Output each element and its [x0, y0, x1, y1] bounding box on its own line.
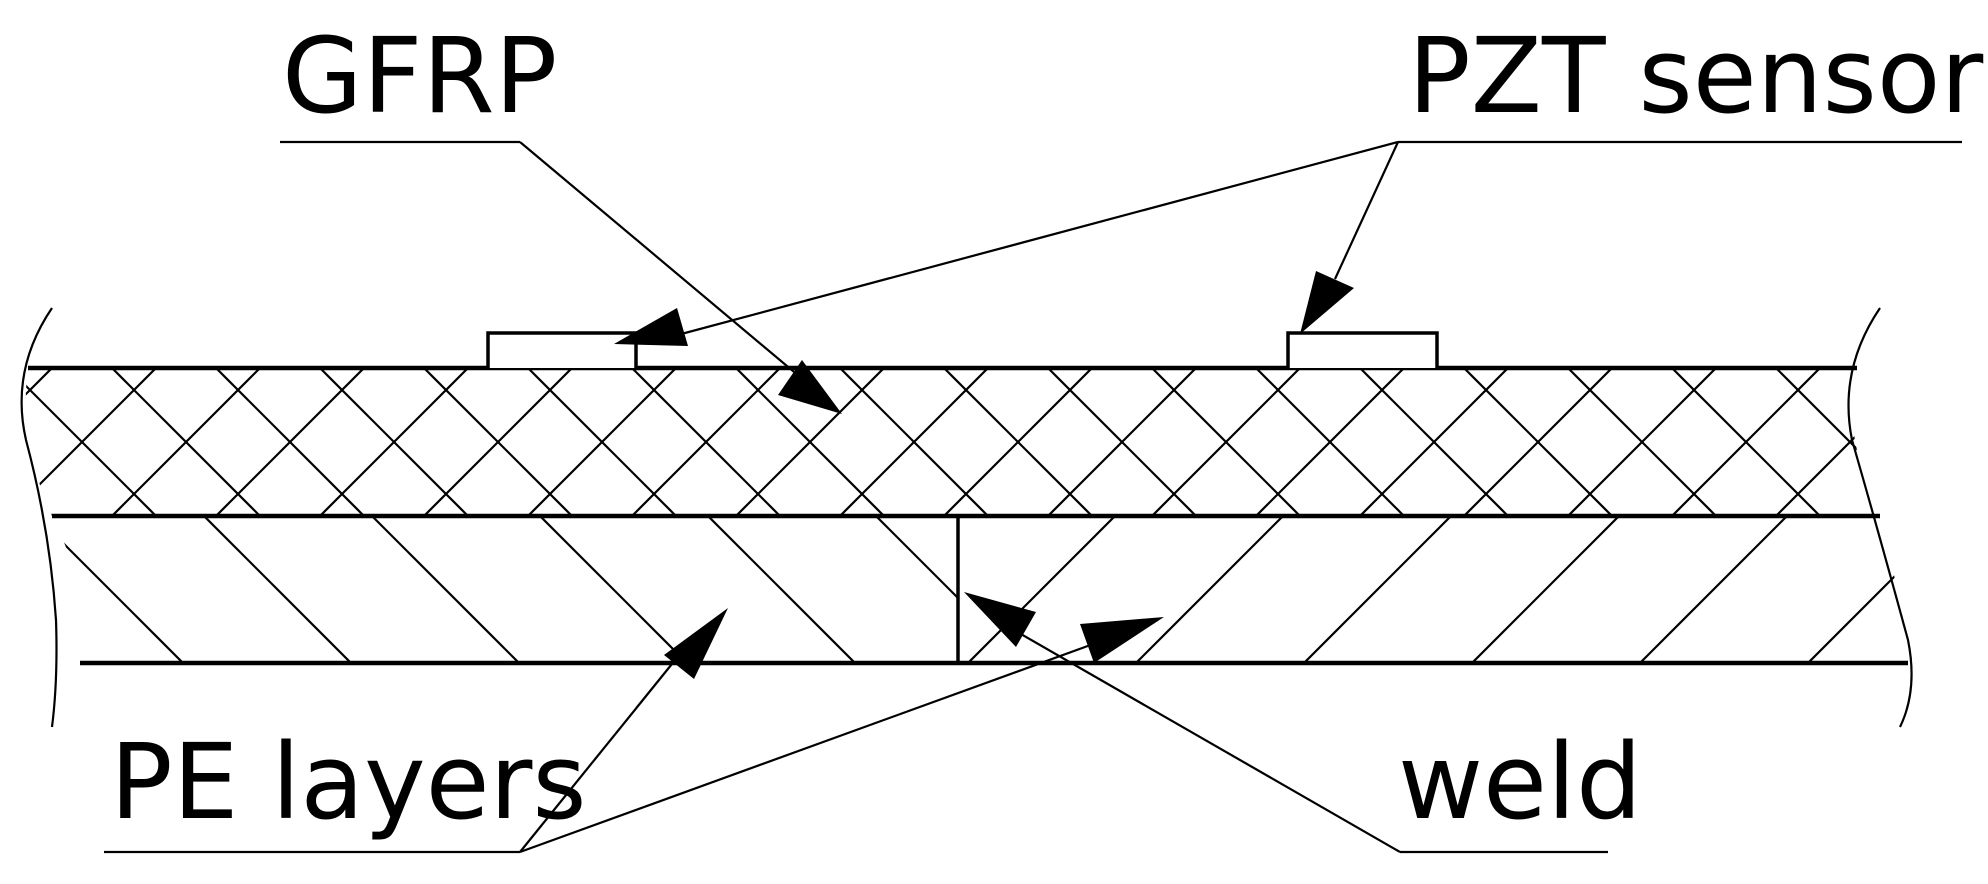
pe-hatch-line — [1303, 516, 1452, 663]
gfrp-leader — [519, 141, 813, 388]
pe-hatch-line — [875, 516, 958, 663]
pe-hatch-line — [371, 516, 520, 663]
pe-layer-right-hatch — [800, 516, 1988, 663]
arrowheads — [614, 271, 1354, 679]
pzt-sensors-label: PZT sensors — [1408, 15, 1988, 137]
gfrp-hatch-line — [111, 368, 261, 516]
pzt-right-arrowhead — [1300, 271, 1354, 334]
gfrp-hatch-line — [1151, 368, 1301, 516]
pe-hatch-line — [707, 516, 856, 663]
gfrp-hatch-line — [215, 368, 365, 516]
pe-leader-left — [519, 653, 681, 853]
pe-right-arrowhead — [1080, 617, 1164, 663]
pe-hatch-line — [1135, 516, 1284, 663]
weld-label: weld — [1398, 721, 1642, 843]
pe-layers-label: PE layers — [110, 721, 587, 843]
pe-hatch-line — [800, 516, 947, 663]
gfrp-hatch-line — [1984, 368, 1988, 516]
gfrp-hatch-line — [943, 368, 1093, 516]
gfrp-hatch-line — [1775, 368, 1880, 516]
pzt-left-arrowhead — [614, 308, 688, 346]
gfrp-hatch-line — [1671, 368, 1821, 516]
weld-arrowhead — [964, 592, 1036, 647]
gfrp-hatch-line — [1879, 368, 1880, 516]
layer-boundaries — [28, 365, 1908, 666]
gfrp-hatch-line — [631, 368, 781, 516]
gfrp-hatch-line — [319, 368, 469, 516]
gfrp-hatch-line — [1567, 368, 1717, 516]
pe-hatch-line — [539, 516, 688, 663]
gfrp-hatch-line — [1984, 368, 1988, 516]
pe-hatch-line — [52, 516, 184, 663]
pzt-sensor-right — [1286, 331, 1439, 368]
weld-leader — [999, 621, 1401, 853]
pe-layer-left-hatch — [0, 516, 958, 663]
pe-hatch-line — [1471, 516, 1620, 663]
pzt-sensor-left — [486, 331, 638, 368]
gfrp-hatch-line — [1359, 368, 1509, 516]
gfrp-hatch-line — [423, 368, 573, 516]
gfrp-hatch-line — [527, 368, 677, 516]
leader-lines — [104, 140, 1962, 854]
gfrp-hatch-line — [735, 368, 885, 516]
gfrp-layer-hatch — [25, 368, 1988, 516]
pe-hatch-line — [967, 516, 1116, 663]
gfrp-hatch-line — [1047, 368, 1197, 516]
gfrp-label: GFRP — [282, 15, 558, 137]
left-break-line — [20, 307, 58, 728]
gfrp-hatch-line — [1463, 368, 1613, 516]
pe-hatch-line — [203, 516, 352, 663]
right-break-line — [1847, 307, 1913, 728]
pe-hatch-line — [0, 516, 15, 663]
pe-hatch-line — [1976, 516, 1988, 663]
pzt-leader-left — [669, 140, 1399, 339]
pzt-sensors — [486, 331, 1439, 368]
gfrp-hatch-line — [839, 368, 989, 516]
pe-left-arrowhead — [664, 608, 728, 679]
pzt-leader-right — [1334, 141, 1399, 280]
gfrp-hatch-line — [1879, 368, 1880, 516]
gfrp-hatch-line — [25, 368, 53, 516]
pe-hatch-line — [1639, 516, 1788, 663]
gfrp-arrowhead — [778, 360, 842, 414]
gfrp-hatch-line — [1255, 368, 1405, 516]
pe-hatch-line — [1807, 516, 1908, 663]
break-lines — [20, 307, 1913, 728]
pe-leader-right — [519, 641, 1097, 854]
